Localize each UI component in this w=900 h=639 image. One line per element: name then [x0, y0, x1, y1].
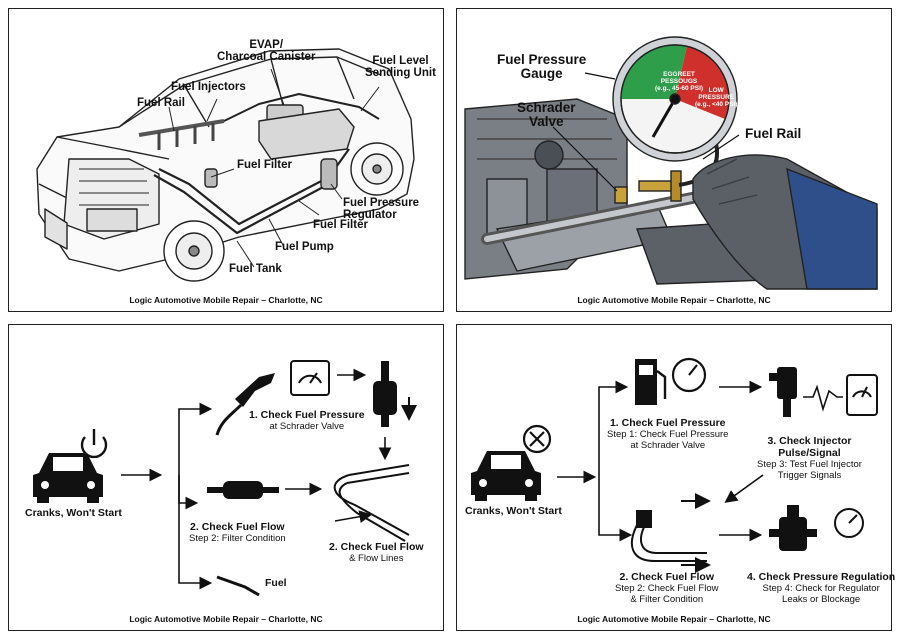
- step-4-title: 4. Check Pressure Regulation: [747, 571, 896, 583]
- pressure-gauge-icon: [671, 357, 707, 393]
- step-4-check-pressure-regulation: 4. Check Pressure Regulation Step 4: Che…: [747, 571, 895, 605]
- fuel-label: Fuel: [265, 577, 287, 589]
- step-1-title: 1. Check Fuel Pressure: [249, 409, 365, 421]
- step-1-check-fuel-pressure: 1. Check Fuel Pressure at Schrader Valve: [249, 409, 365, 432]
- label-fuel-level-sending-unit: Fuel Level Sending Unit: [365, 55, 436, 79]
- panel-footer: Logic Automotive Mobile Repair – Charlot…: [577, 614, 771, 624]
- label-fuel-tank: Fuel Tank: [229, 263, 282, 275]
- step-3-subtitle: Step 3: Test Fuel Injector Trigger Signa…: [757, 459, 862, 481]
- step-2b-subtitle: & Flow Lines: [349, 553, 404, 564]
- step-1-check-fuel-pressure: 1. Check Fuel Pressure Step 1: Check Fue…: [607, 417, 728, 451]
- gauge-green-zone-text: EGGREET PESSOUGS (e.g., 45-60 PSI): [655, 71, 704, 92]
- label-fuel-pump: Fuel Pump: [275, 241, 334, 253]
- step-2-subtitle: Step 2: Check Fuel Flow & Filter Conditi…: [615, 583, 719, 605]
- car-icon: [471, 451, 541, 501]
- diagnostic-flowchart-panel-b: Cranks, Won't Start 1. Check Fuel Pressu…: [456, 324, 895, 631]
- diagnostic-flowchart-panel-a: Cranks, Won't Start 1. Check Fuel Pressu…: [8, 324, 444, 631]
- label-fuel-filter-left: Fuel Filter: [237, 159, 292, 171]
- label-evap-canister: EVAP/ Charcoal Canister: [217, 39, 316, 63]
- step-4-subtitle: Step 4: Check for Regulator Leaks or Blo…: [762, 583, 880, 605]
- step-3-title: 3. Check Injector Pulse/Signal: [767, 435, 852, 459]
- multimeter-icon: [846, 374, 878, 416]
- gauge-icon: [834, 508, 864, 538]
- car-icon: [33, 453, 103, 503]
- step-1-subtitle: at Schrader Valve: [269, 421, 345, 432]
- fuel-pump-icon: [635, 359, 667, 405]
- step-2b-check-fuel-flow: 2. Check Fuel Flow & Flow Lines: [329, 541, 424, 564]
- start-state-label: Cranks, Won't Start: [25, 507, 122, 519]
- panel-footer: Logic Automotive Mobile Repair – Charlot…: [577, 295, 771, 305]
- flowchart-b-graphics: [471, 357, 878, 573]
- pressure-gauge-icon: [290, 360, 330, 396]
- fuel-filter-icon: [373, 361, 417, 427]
- step-1-subtitle: Step 1: Check Fuel Pressure at Schrader …: [607, 429, 729, 451]
- step-3-check-injector-pulse: 3. Check Injector Pulse/Signal Step 3: T…: [757, 435, 862, 481]
- gauge-illustration: [464, 36, 878, 290]
- panel-footer: Logic Automotive Mobile Repair – Charlot…: [129, 295, 323, 305]
- pressure-gauge-panel: EGGREET PESSOUGS (e.g., 45-60 PSI) LOW P…: [456, 8, 892, 312]
- panel-footer: Logic Automotive Mobile Repair – Charlot…: [129, 614, 323, 624]
- fuel-system-diagram-panel: EVAP/ Charcoal Canister Fuel Level Sendi…: [8, 8, 444, 312]
- step-1-title: 1. Check Fuel Pressure: [609, 417, 726, 429]
- inline-filter-icon: [207, 481, 279, 499]
- label-schrader-valve: Schrader Valve: [517, 100, 576, 129]
- pressure-regulator-icon: [769, 505, 817, 551]
- step-2b-title: 2. Check Fuel Flow: [329, 541, 424, 553]
- label-fuel-pressure-regulator: Fuel Pressure Regulator: [343, 197, 420, 221]
- step-2-title: 2. Check Fuel Flow: [619, 571, 715, 583]
- step-2-check-fuel-flow: 2. Check Fuel Flow Step 2: Filter Condit…: [189, 521, 286, 544]
- label-fuel-rail: Fuel Rail: [137, 97, 185, 109]
- flowchart-a-graphics: [33, 360, 417, 597]
- label-fuel-injectors: Fuel Injectors: [171, 81, 246, 93]
- start-state-label: Cranks, Won't Start: [465, 505, 562, 517]
- label-fuel-filter-right: Fuel Filter: [313, 219, 368, 231]
- car-illustration: [36, 48, 415, 282]
- gauge-red-zone-text: LOW PRESSURE (e.g., <40 PSI): [695, 87, 738, 108]
- label-fuel-pressure-gauge: Fuel Pressure Gauge: [497, 52, 587, 81]
- fuel-lines-icon: [630, 493, 711, 573]
- no-start-x-icon: [522, 424, 552, 454]
- step-2-subtitle: Step 2: Filter Condition: [189, 533, 286, 544]
- signal-pulse-icon: [803, 384, 843, 412]
- label-fuel-rail: Fuel Rail: [745, 126, 802, 141]
- step-2-title: 2. Check Fuel Flow: [190, 521, 285, 533]
- fuel-injector-icon: [769, 367, 797, 417]
- step-2-check-fuel-flow: 2. Check Fuel Flow Step 2: Check Fuel Fl…: [615, 571, 719, 605]
- fuel-nozzle-icon: [215, 373, 275, 436]
- fuel-lines-icon: [333, 464, 410, 542]
- power-icon: [80, 429, 108, 459]
